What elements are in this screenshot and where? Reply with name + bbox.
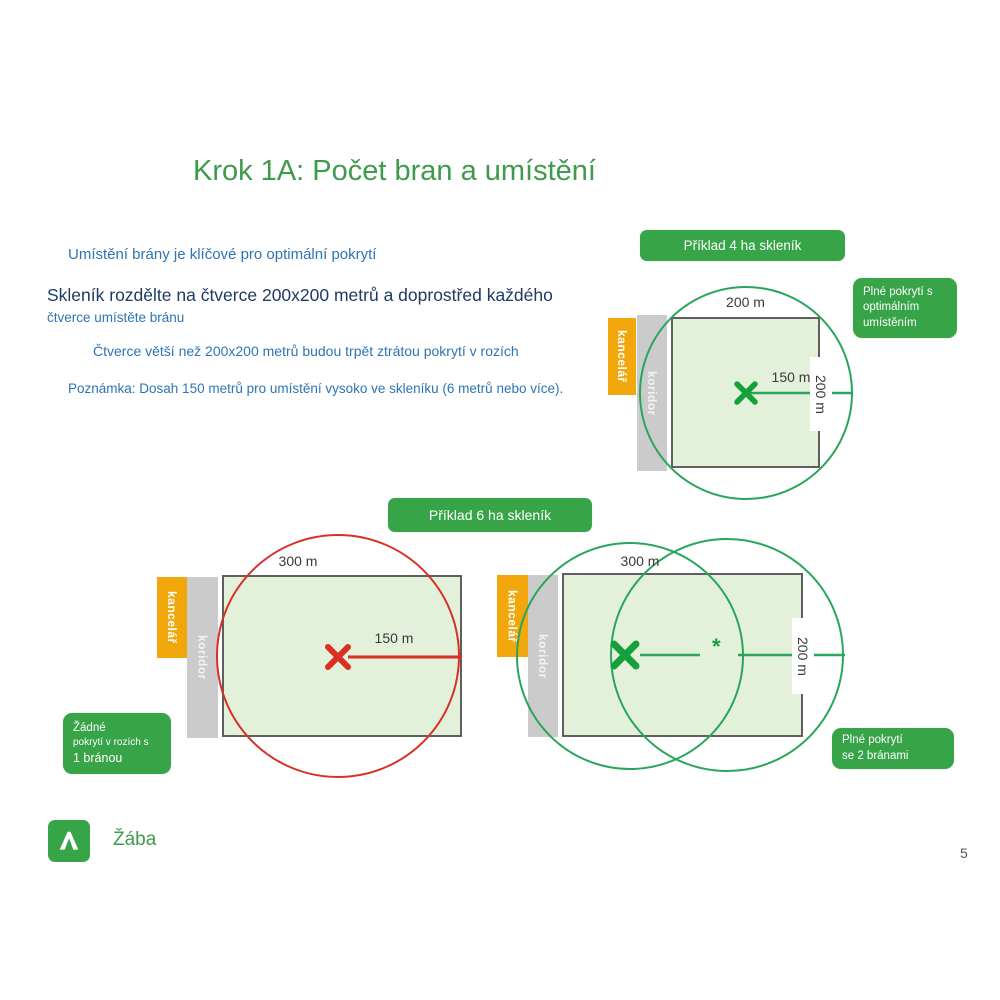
note-line: Plné pokrytí xyxy=(842,733,903,746)
note-line: Žádné xyxy=(73,721,106,734)
company-logo xyxy=(48,820,90,862)
company-name: Žába xyxy=(113,829,157,850)
diagram-6ha-two-gates: kancelář koridor 300 m * 200 m Plné pokr… xyxy=(490,530,970,790)
badge-no-corner-coverage: Žádné pokrytí v rozích s 1 bránou xyxy=(63,713,171,774)
note-line: 1 bránou xyxy=(73,750,123,765)
badge-4ha-title: Příklad 4 ha skleník xyxy=(640,230,845,261)
radius-label-6ha-left: 150 m xyxy=(374,630,414,646)
page-number: 5 xyxy=(960,845,968,861)
note-line: Plné pokrytí s xyxy=(863,285,933,298)
height-label-4ha: 200 m xyxy=(810,357,832,431)
width-label-4ha: 200 m xyxy=(726,294,765,310)
note-line: se 2 bránami xyxy=(842,749,909,762)
diagram-4ha: Příklad 4 ha skleník kancelář koridor 20… xyxy=(595,225,970,515)
intro-note: Poznámka: Dosah 150 metrů pro umístění v… xyxy=(68,381,564,396)
coverage-circle-red xyxy=(216,534,460,778)
second-gate-marker: * xyxy=(712,634,721,659)
corridor-box: koridor xyxy=(187,577,218,738)
badge-6ha-title: Příklad 6 ha skleník xyxy=(388,498,592,532)
height-label-6ha-right: 200 m xyxy=(792,618,814,694)
width-label-6ha-right: 300 m xyxy=(620,553,660,569)
intro-line-2-cont: čtverce umístěte bránu xyxy=(47,310,185,325)
note-line: optimálním xyxy=(863,301,920,314)
badge-full-coverage-two-gates: Plné pokrytí se 2 bránami xyxy=(832,728,954,769)
radius-label-4ha: 150 m xyxy=(771,369,811,385)
note-line: pokrytí v rozích s xyxy=(73,737,149,749)
intro-line-2: Skleník rozdělte na čtverce 200x200 metr… xyxy=(47,285,553,305)
width-label-6ha-left: 300 m xyxy=(278,553,318,569)
diagram-6ha-one-gate: kancelář koridor 300 m 150 m Žádné pokry… xyxy=(60,530,480,790)
badge-full-coverage-optimal: Plné pokrytí s optimálním umístěním xyxy=(853,278,957,338)
page-title: Krok 1A: Počet bran a umístění xyxy=(193,155,596,187)
office-box: kancelář xyxy=(608,318,636,395)
intro-line-1: Umístění brány je klíčové pro optimální … xyxy=(68,246,377,263)
intro-line-3: Čtverce větší než 200x200 metrů budou tr… xyxy=(93,343,519,359)
tent-logo-icon xyxy=(59,831,79,850)
office-box: kancelář xyxy=(157,577,187,658)
note-line: umístěním xyxy=(863,316,917,329)
